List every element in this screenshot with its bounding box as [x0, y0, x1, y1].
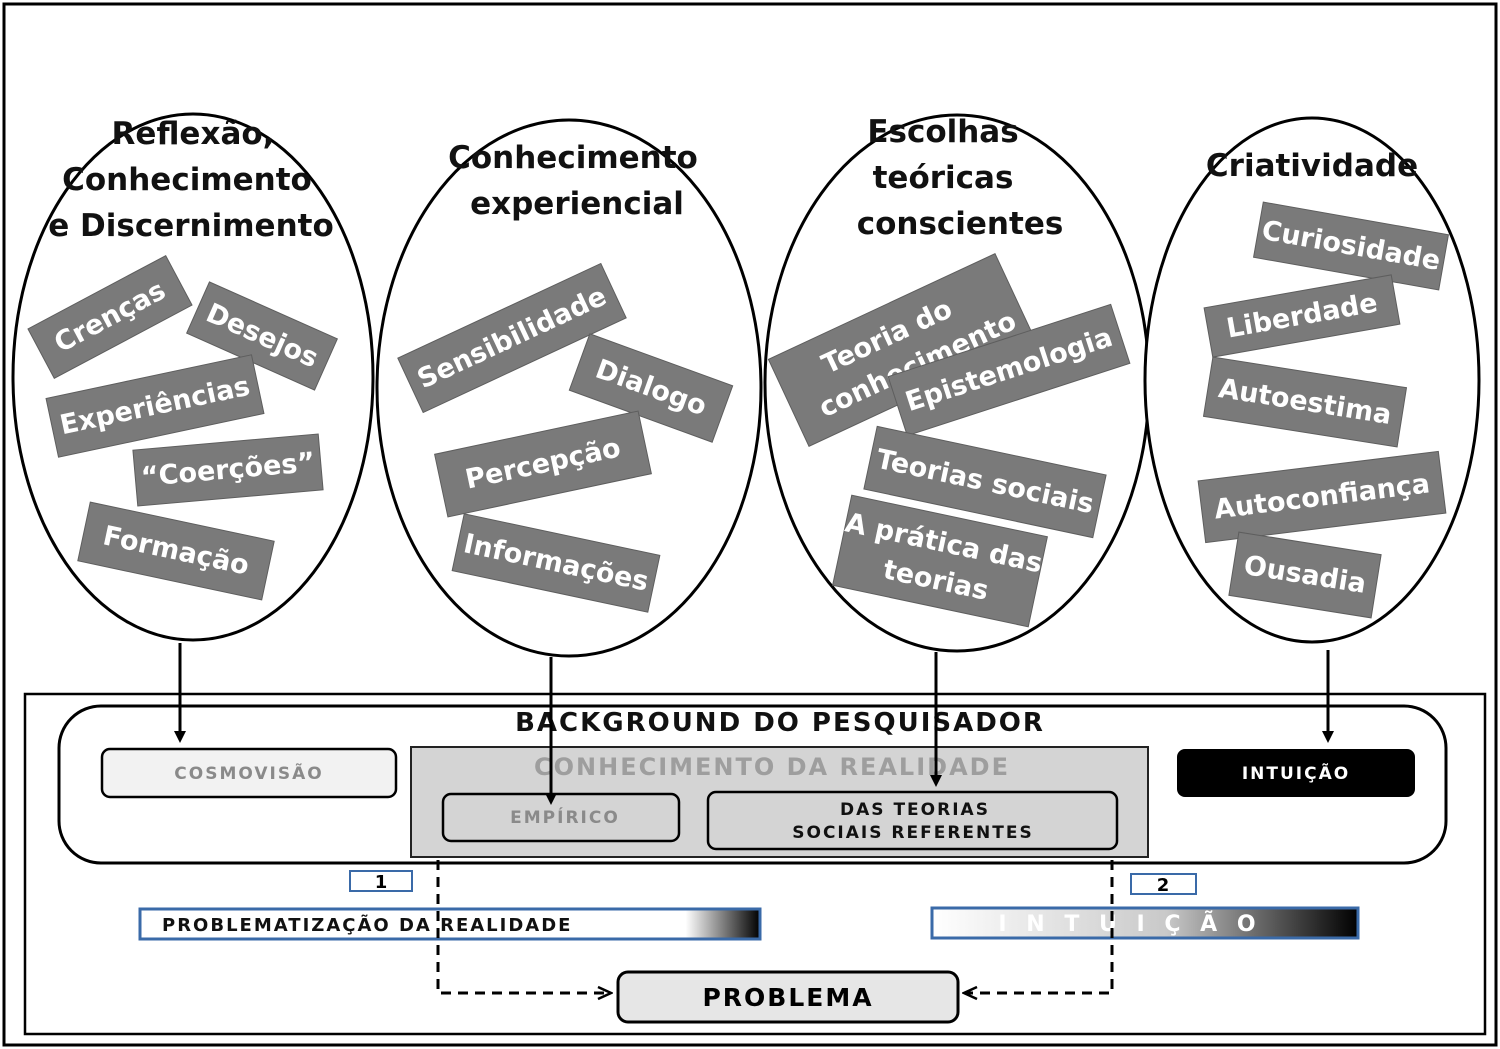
ellipse-title-line: Conhecimento: [448, 140, 698, 176]
chip-autoconfianca: Autoconfiança: [1197, 450, 1447, 544]
cosmovisao-box: [100, 747, 398, 799]
ellipse-reflexao: Reflexão, Conhecimento e Discernimento C…: [11, 112, 375, 642]
dashed-path-2: [965, 860, 1114, 993]
empirico-label: EMPÍRICO: [510, 806, 620, 828]
ellipse-title-line: Conhecimento: [62, 162, 312, 198]
intuicao-label: INTUIÇÃO: [1242, 761, 1350, 784]
teorias-line2: SOCIAIS REFERENTES: [792, 823, 1033, 843]
chip-pratica-das-teorias: A prática das teorias: [832, 494, 1048, 628]
ellipse-title-line: experiencial: [470, 186, 684, 222]
empirico-box: [441, 792, 681, 843]
ellipse-title-line: Criatividade: [1206, 148, 1418, 184]
ellipse-title-line: teóricas: [873, 160, 1014, 196]
ellipse-title-line: Reflexão,: [112, 116, 275, 152]
problematizacao-bar: [138, 907, 762, 941]
background-title: BACKGROUND DO PESQUISADOR: [515, 708, 1045, 738]
intuicao-box: [1177, 749, 1415, 797]
ellipse-title-line: e Discernimento: [48, 208, 334, 244]
problema-label: PROBLEMA: [702, 983, 873, 1012]
ellipse-title-line: Escolhas: [867, 114, 1018, 150]
chip-formacao: Formação: [77, 501, 275, 601]
conhecimento-realidade-title: CONHECIMENTO DA REALIDADE: [534, 753, 1010, 781]
ellipse-criatividade: Criatividade Curiosidade Liberdade Autoe…: [1143, 116, 1481, 644]
marker-1-box: [349, 870, 413, 892]
chip-percepcao: Percepção: [434, 410, 652, 518]
chip-coercoes: “Coerções”: [132, 433, 324, 507]
problematizacao-label: PROBLEMATIZAÇÃO DA REALIDADE: [162, 913, 572, 936]
cosmovisao-label: COSMOVISÃO: [174, 761, 323, 784]
lower-panel: [23, 692, 1487, 1036]
ellipse-title-line: conscientes: [857, 206, 1064, 242]
intuicao-bar-label: I N T U I Ç Ã O: [998, 911, 1261, 937]
marker-1-label: 1: [375, 872, 388, 893]
teorias-sociais-box: [706, 790, 1119, 851]
chip-ousadia: Ousadia: [1228, 531, 1382, 619]
ellipse-conhecimento-experiencial: Conhecimento experiencial Sensibilidade …: [375, 118, 763, 658]
ellipse-escolhas-teoricas: Escolhas teóricas conscientes Teoria do …: [763, 113, 1151, 653]
problema-box: [616, 970, 960, 1024]
dashed-path-1: [436, 860, 610, 993]
intuicao-bar: [930, 906, 1360, 940]
teorias-line1: DAS TEORIAS: [840, 800, 990, 820]
chip-autoestima: Autoestima: [1202, 356, 1408, 448]
marker-2-label: 2: [1157, 875, 1170, 896]
marker-2-box: [1130, 873, 1197, 895]
